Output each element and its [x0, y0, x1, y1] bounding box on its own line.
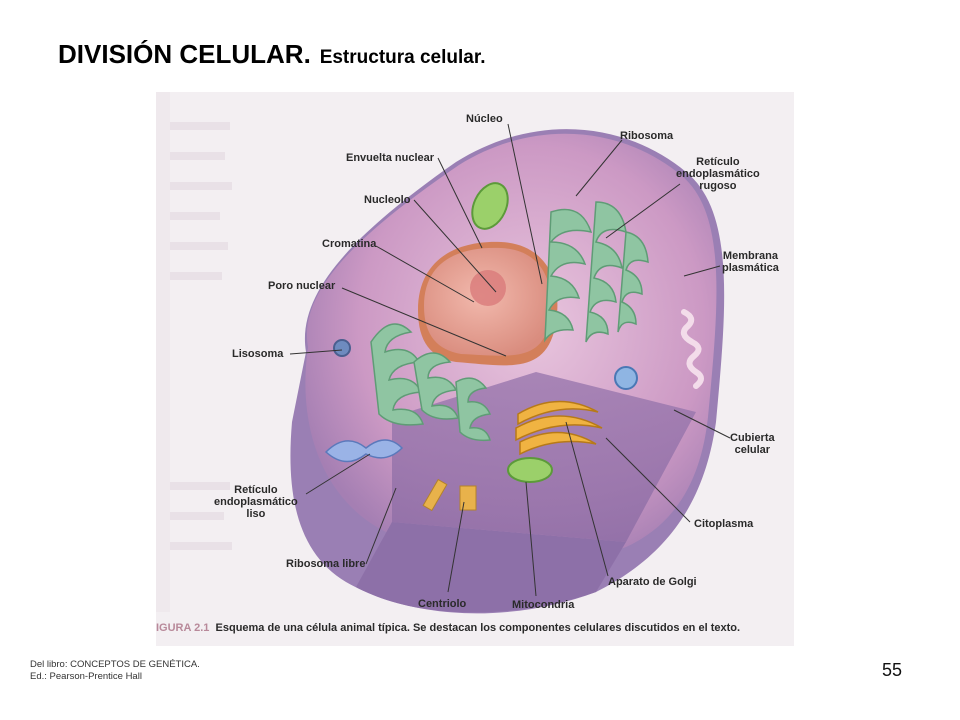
credit-line-1: Del libro: CONCEPTOS DE GENÉTICA. [30, 659, 200, 670]
animal-cell-illustration [156, 92, 731, 614]
label-cubierta-celular: Cubierta celular [730, 432, 775, 456]
label-lisosoma: Lisosoma [232, 348, 284, 360]
label-reticulo-liso: Retículo endoplasmático liso [214, 484, 298, 520]
figure-caption: IGURA 2.1 Esquema de una célula animal t… [156, 622, 794, 634]
label-ribosoma: Ribosoma [620, 130, 674, 142]
page-number: 55 [882, 660, 903, 680]
credit-line-2: Ed.: Pearson-Prentice Hall [30, 671, 142, 682]
label-reticulo-rugoso: Retículo endoplasmático rugoso [676, 156, 760, 192]
title-main: DIVISIÓN CELULAR. [58, 39, 311, 69]
label-ribosoma-libre: Ribosoma libre [286, 558, 366, 570]
label-mitocondria: Mitocondria [512, 599, 575, 611]
vesicle [614, 366, 638, 390]
label-aparato-golgi: Aparato de Golgi [608, 576, 697, 588]
title-sub: Estructura celular. [319, 47, 486, 68]
book-credit: Del libro: CONCEPTOS DE GENÉTICA. Ed.: P… [30, 659, 200, 683]
leader-lines [289, 123, 731, 597]
caption-text: Esquema de una célula animal típica. Se … [215, 622, 741, 634]
label-nucleo: Núcleo [466, 113, 503, 125]
label-citoplasma: Citoplasma [694, 518, 754, 530]
label-centriolo: Centriolo [418, 598, 467, 610]
label-nucleolo: Nucleolo [364, 194, 411, 206]
rough-er-right [544, 201, 649, 343]
label-cromatina: Cromatina [322, 238, 377, 250]
label-poro-nuclear: Poro nuclear [268, 280, 336, 292]
golgi-apparatus [515, 400, 603, 456]
lysosome [333, 339, 351, 357]
book-page-background [156, 92, 232, 612]
smooth-er [324, 439, 404, 463]
slide-title: DIVISIÓN CELULAR. Estructura celular. [58, 34, 485, 71]
label-membrana-plasmatica: Membrana plasmática [722, 250, 779, 274]
plasma-membrane-folds [680, 309, 704, 389]
label-envuelta-nuclear: Envuelta nuclear [346, 152, 435, 164]
nucleolus [470, 270, 506, 306]
caption-figure-number: IGURA 2.1 [156, 622, 210, 634]
cell-figure: Núcleo Ribosoma Envuelta nuclear Retícul… [156, 92, 794, 646]
mitochondria [471, 182, 553, 483]
rough-er-left [370, 323, 492, 442]
